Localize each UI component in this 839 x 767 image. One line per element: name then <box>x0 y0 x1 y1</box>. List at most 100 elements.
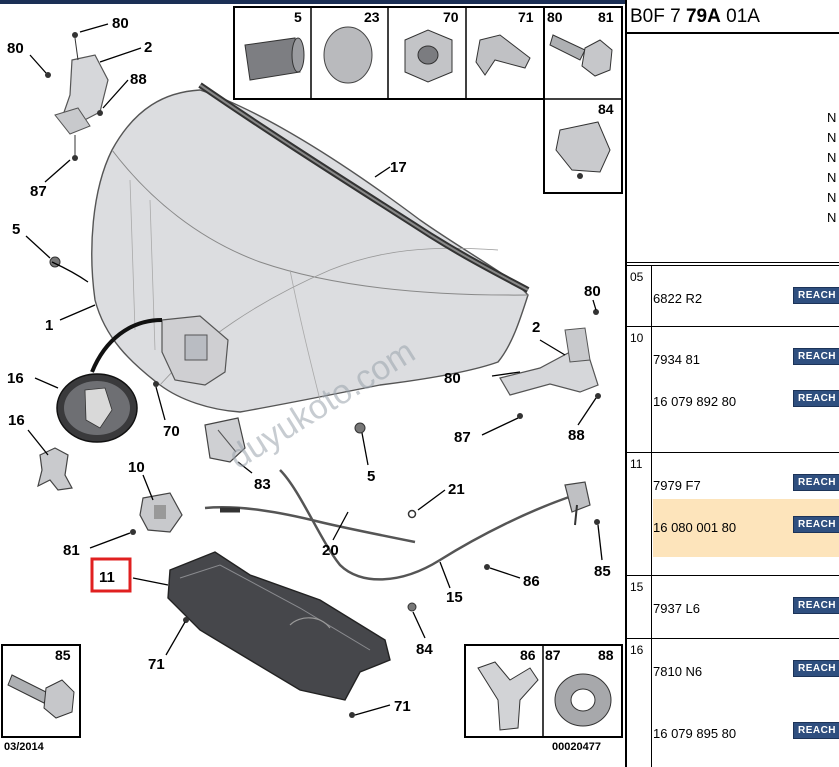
reach-badge: REACH <box>793 660 839 677</box>
leader-lines <box>25 23 603 716</box>
grille-badge <box>56 373 138 443</box>
part-entry[interactable]: 16 080 001 80REACH01 <box>653 499 839 557</box>
panel-header: B0F 7 79A 01A <box>627 0 839 34</box>
hardware-boxes-top <box>233 6 623 194</box>
row-number: 11 <box>630 457 643 471</box>
insulation-panel <box>167 551 391 718</box>
box-label-81: 81 <box>598 9 614 25</box>
callout-80-top: 80 <box>112 15 129 32</box>
parts-diagram: 80 2 80 88 87 5 1 17 16 70 16 10 83 5 81… <box>0 0 625 753</box>
n-mark: N <box>827 110 837 125</box>
cable-20 <box>204 506 416 544</box>
part-reference[interactable]: 7934 81 <box>653 352 700 367</box>
reach-badge: REACH <box>793 597 839 614</box>
part-reference[interactable]: 16 079 895 80 <box>653 726 737 741</box>
table-header-spacer <box>627 262 839 264</box>
row-divider <box>651 327 652 452</box>
box-label-23: 23 <box>364 9 380 25</box>
part-entry[interactable]: 7937 L6REACH01 <box>653 588 839 628</box>
box-label-86: 86 <box>520 647 536 663</box>
callout-85: 85 <box>594 563 611 580</box>
part-entry[interactable]: 7934 81REACH01 <box>653 339 839 379</box>
part-entry[interactable]: 6822 R2REACH02 <box>653 278 839 318</box>
part-reference[interactable]: 16 080 001 80 <box>653 520 737 535</box>
callout-83: 83 <box>254 476 271 493</box>
callout-80-left: 80 <box>7 40 24 57</box>
box-label-71: 71 <box>518 9 534 25</box>
diagram-svg: 80 2 80 88 87 5 1 17 16 70 16 10 83 5 81… <box>1 6 623 753</box>
n-mark: N <box>827 150 837 165</box>
top-bar <box>0 0 625 4</box>
callout-88-left: 88 <box>130 71 147 88</box>
hardware-box-86-88 <box>464 644 623 738</box>
callout-80-right-top: 80 <box>584 283 601 300</box>
n-mark: N <box>827 210 837 225</box>
reach-badge: REACH <box>793 722 839 739</box>
part-reference[interactable]: 16 079 892 80 <box>653 394 737 409</box>
left-hinge <box>45 32 109 161</box>
callout-80-right: 80 <box>444 370 461 387</box>
callout-5-center: 5 <box>367 468 375 485</box>
callout-87-right: 87 <box>454 429 471 446</box>
box-labels: 5 23 70 71 80 81 84 85 86 87 88 <box>55 9 614 663</box>
row-divider <box>651 576 652 638</box>
box-label-5: 5 <box>294 9 302 25</box>
part-entry[interactable]: 16 079 892 80REACH01 <box>653 381 839 421</box>
callout-71-bottom: 71 <box>394 698 411 715</box>
box-label-88: 88 <box>598 647 614 663</box>
reach-badge: REACH <box>793 516 839 533</box>
box-label-70: 70 <box>443 9 459 25</box>
callout-17: 17 <box>390 159 407 176</box>
callout-2-left: 2 <box>144 39 152 56</box>
cable-15 <box>279 469 576 581</box>
callout-10: 10 <box>128 459 145 476</box>
part-entry[interactable]: 16 079 895 80REACH01 <box>653 713 839 753</box>
part-reference[interactable]: 7810 N6 <box>653 664 703 679</box>
box-label-84: 84 <box>598 101 614 117</box>
part-entry[interactable]: 7810 N6REACH01 <box>653 651 839 691</box>
row-divider <box>651 453 652 575</box>
diagram-code: 00020477 <box>552 741 601 753</box>
hood-panel <box>91 89 529 413</box>
box-label-80: 80 <box>547 9 563 25</box>
callout-5-left: 5 <box>12 221 20 238</box>
callout-2-right: 2 <box>532 319 540 336</box>
callout-16-badge: 16 <box>7 370 24 387</box>
row-number: 05 <box>630 270 644 284</box>
n-mark: N <box>827 190 837 205</box>
part-reference[interactable]: 6822 R2 <box>653 291 703 306</box>
part-entry[interactable]: 7979 F7REACH01 <box>653 465 839 505</box>
header-prefix: B0F 7 <box>630 6 686 27</box>
box-label-87: 87 <box>545 647 561 663</box>
box-label-85: 85 <box>55 647 71 663</box>
callout-labels: 80 2 80 88 87 5 1 17 16 70 16 10 83 5 81… <box>7 15 611 715</box>
callout-15: 15 <box>446 589 463 606</box>
part-reference[interactable]: 7979 F7 <box>653 478 701 493</box>
n-mark: N <box>827 130 837 145</box>
header-bold: 79A <box>685 6 721 27</box>
callout-87-left: 87 <box>30 183 47 200</box>
highlighted-callout-11[interactable]: 11 <box>90 557 132 593</box>
callout-71-left: 71 <box>148 656 165 673</box>
right-hinge <box>499 309 601 419</box>
part-reference[interactable]: 7937 L6 <box>653 601 700 616</box>
callout-11: 11 <box>99 569 115 586</box>
row-number: 16 <box>630 643 644 657</box>
n-mark: N <box>827 170 837 185</box>
lion-emblem <box>37 447 73 491</box>
cable-clip <box>204 417 246 463</box>
row-number: 10 <box>630 331 644 345</box>
header-suffix: 01A <box>720 6 760 27</box>
callout-16-lion: 16 <box>8 412 25 429</box>
table-row: 10 7934 81REACH0116 079 892 80REACH01 <box>627 326 839 452</box>
diagram-date: 03/2014 <box>4 741 45 753</box>
row-number: 15 <box>630 580 644 594</box>
row-divider <box>651 639 652 767</box>
callout-1: 1 <box>45 317 53 334</box>
hood-latch <box>130 492 183 535</box>
table-row: 05 6822 R2REACH02 <box>627 265 839 326</box>
